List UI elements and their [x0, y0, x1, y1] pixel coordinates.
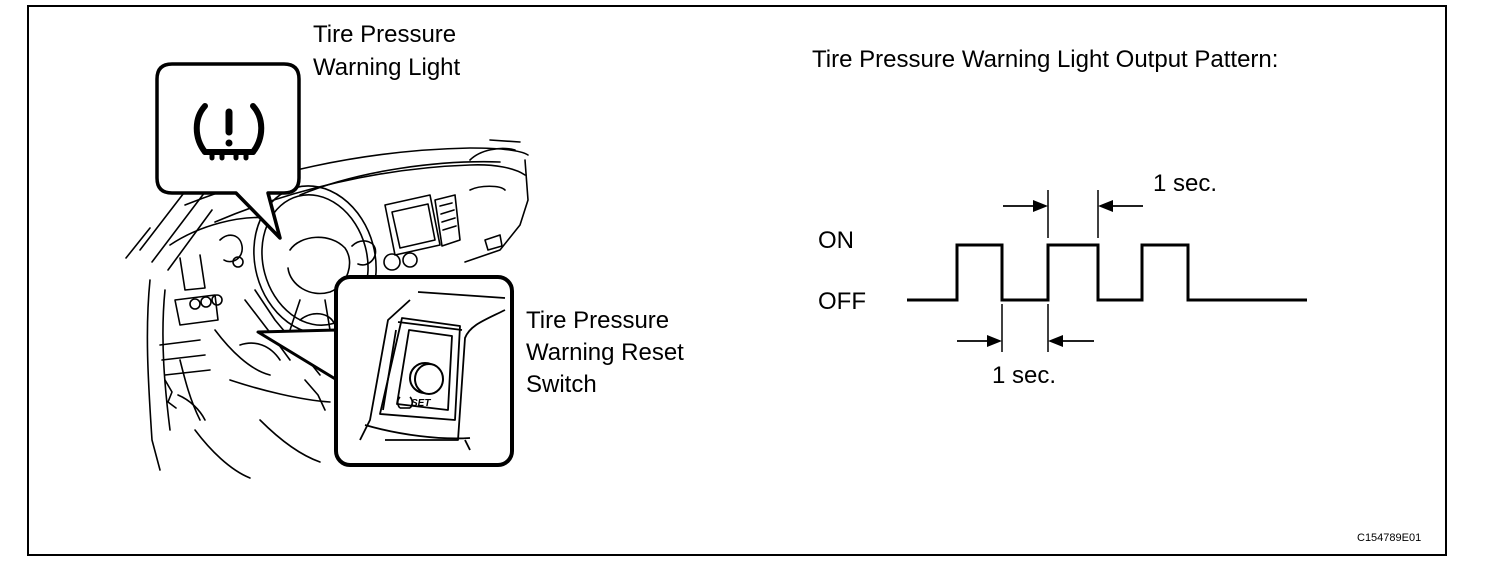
- state-off-label: OFF: [818, 288, 866, 315]
- dashboard-illustration: [125, 139, 529, 479]
- figure-code: C154789E01: [1357, 532, 1422, 544]
- reset-switch-label-line1: Tire Pressure: [526, 307, 670, 334]
- dimension-top: [1003, 190, 1143, 238]
- interval-top-label: 1 sec.: [1153, 170, 1218, 197]
- output-pattern-waveform: [907, 243, 1307, 302]
- reset-switch-callout: [256, 275, 514, 467]
- tpms-warning-icon: [193, 103, 265, 161]
- tpms-small-icon: [396, 396, 414, 409]
- pattern-title: Tire Pressure Warning Light Output Patte…: [812, 46, 1279, 73]
- switch-set-text: SET: [411, 398, 431, 409]
- warning-light-label-line1: Tire Pressure: [313, 21, 457, 48]
- dimension-bottom: [957, 304, 1094, 352]
- reset-switch-label-line3: Switch: [526, 371, 597, 398]
- warning-light-label-line2: Warning Light: [313, 54, 461, 81]
- reset-switch-detail: [359, 291, 506, 451]
- interval-bottom-label: 1 sec.: [992, 362, 1057, 389]
- warning-light-callout: [155, 62, 301, 240]
- reset-switch-label-line2: Warning Reset: [526, 339, 684, 366]
- state-on-label: ON: [818, 227, 854, 254]
